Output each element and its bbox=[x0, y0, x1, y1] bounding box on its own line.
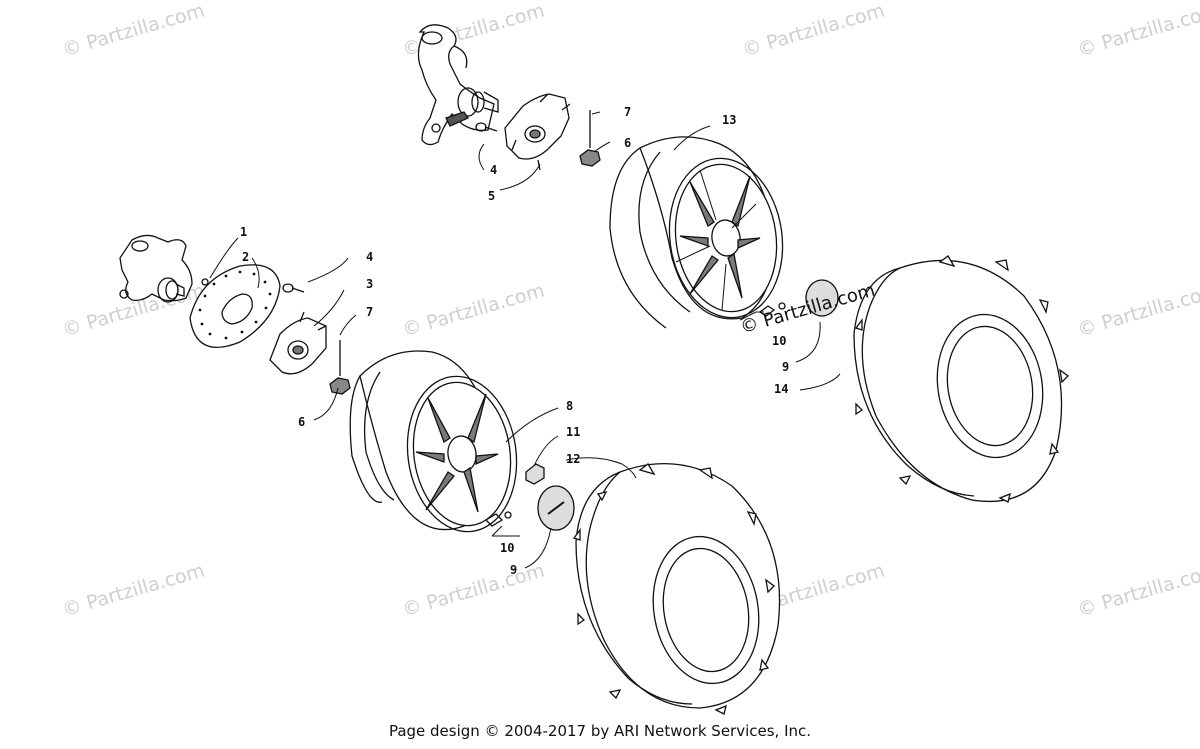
upper-bolt bbox=[475, 122, 498, 132]
callout-12: 12 bbox=[566, 452, 580, 466]
left-small-bolt bbox=[201, 278, 209, 286]
callout-7-left: 7 bbox=[366, 305, 373, 319]
left-bolt bbox=[282, 283, 305, 293]
callout-6-left: 6 bbox=[298, 415, 305, 429]
upper-rim bbox=[609, 136, 784, 329]
lower-tire bbox=[572, 463, 781, 715]
callout-3: 3 bbox=[366, 277, 373, 291]
brake-disc bbox=[189, 264, 281, 348]
callout-9-lower: 9 bbox=[510, 563, 517, 577]
callout-14: 14 bbox=[774, 382, 788, 396]
left-cotter-nut bbox=[329, 340, 351, 395]
callout-10-lower: 10 bbox=[500, 541, 514, 555]
callout-8: 8 bbox=[566, 399, 573, 413]
left-hub bbox=[269, 311, 327, 375]
callout-9-upper: 9 bbox=[782, 360, 789, 374]
upper-hub bbox=[504, 93, 571, 171]
callout-13: 13 bbox=[722, 113, 736, 127]
page-footer: Page design © 2004-2017 by ARI Network S… bbox=[388, 722, 812, 740]
valve-stem-upper bbox=[758, 302, 786, 317]
valve-stem-lower bbox=[484, 511, 512, 527]
callout-2: 2 bbox=[242, 250, 249, 264]
leader-lines bbox=[209, 111, 841, 569]
callout-4-upper: 4 bbox=[490, 163, 497, 177]
upper-cotter-nut bbox=[579, 110, 601, 167]
upper-tire bbox=[853, 255, 1069, 503]
lower-rim bbox=[349, 350, 518, 533]
callout-7-upper: 7 bbox=[624, 105, 631, 119]
callout-5: 5 bbox=[488, 189, 495, 203]
lug-nut-11 bbox=[525, 463, 545, 485]
center-cap-upper bbox=[805, 279, 839, 317]
callout-4-left: 4 bbox=[366, 250, 373, 264]
callout-11: 11 bbox=[566, 425, 580, 439]
callout-1: 1 bbox=[240, 225, 247, 239]
center-cap-9 bbox=[537, 485, 575, 531]
left-knuckle-assembly bbox=[119, 234, 193, 303]
callout-6-upper: 6 bbox=[624, 136, 631, 150]
callout-10-upper: 10 bbox=[772, 334, 786, 348]
upper-knuckle-assembly bbox=[417, 24, 499, 146]
